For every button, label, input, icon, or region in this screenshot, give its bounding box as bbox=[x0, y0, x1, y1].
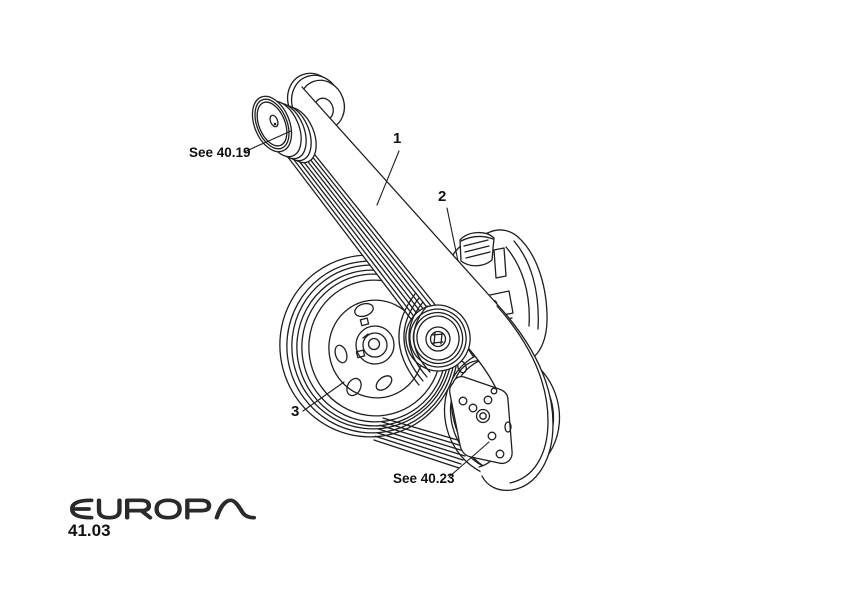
belt-lower-run bbox=[373, 417, 472, 469]
callout-3: 3 bbox=[291, 403, 300, 420]
water-pump-pulley bbox=[251, 95, 317, 164]
belt-idler-wrap bbox=[398, 293, 431, 386]
belt-ribbed-run bbox=[280, 139, 442, 328]
leader-callout-3 bbox=[302, 381, 345, 412]
mounting-plate bbox=[448, 376, 513, 465]
europa-wordmark-glyphs bbox=[69, 498, 257, 520]
leader-see-40-19 bbox=[243, 130, 292, 153]
callout-2: 2 bbox=[438, 188, 447, 205]
section-number: 41.03 bbox=[68, 521, 111, 540]
leader-lines bbox=[243, 130, 490, 478]
tensioner-tab bbox=[493, 247, 507, 279]
cross-reference-40-19: See 40.19 bbox=[189, 145, 251, 160]
leader-see-40-23 bbox=[448, 441, 490, 478]
cross-reference-40-23: See 40.23 bbox=[393, 471, 455, 486]
callout-1: 1 bbox=[393, 130, 402, 147]
idler-pulley bbox=[405, 304, 471, 372]
leader-callout-1 bbox=[376, 150, 400, 206]
europa-logo: EUROPA bbox=[67, 496, 259, 522]
leader-callout-2 bbox=[446, 207, 459, 262]
